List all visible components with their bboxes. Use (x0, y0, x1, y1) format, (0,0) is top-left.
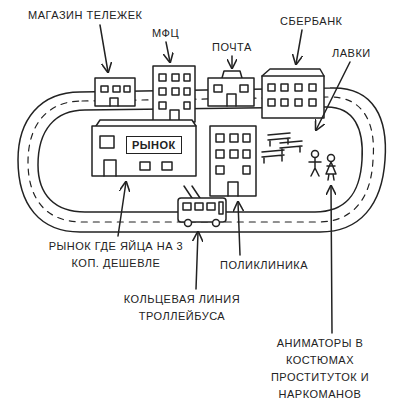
animator-figures (309, 151, 336, 181)
leader-arrows (100, 25, 350, 333)
trolleybus (178, 186, 226, 227)
mfc-building (153, 66, 195, 122)
post-office-building (208, 71, 254, 106)
post-label: ПОЧТА (212, 39, 252, 56)
market-label: РЫНОК ГДЕ ЯЙЦА НА 3 КОП. ДЕШЕВЛЕ (36, 238, 196, 272)
ring-road (18, 88, 385, 232)
polyclinic-building (210, 126, 256, 196)
shop-label: МАГАЗИН ТЕЛЕЖЕК (28, 7, 143, 24)
animators-label: АНИМАТОРЫ В КОСТЮМАХ ПРОСТИТУТОК И НАРКО… (244, 335, 396, 403)
benches-label: ЛАВКИ (332, 45, 371, 62)
benches (262, 133, 302, 163)
trolleybus-label: КОЛЬЦЕВАЯ ЛИНИЯ ТРОЛЛЕЙБУСА (112, 291, 252, 325)
sberbank-building (262, 69, 324, 118)
polyclinic-label: ПОЛИКЛИНИКА (220, 257, 308, 274)
cart-shop-building (95, 78, 135, 106)
sign-text: РЫНОК (132, 138, 176, 152)
bank-label: СБЕРБАНК (280, 13, 343, 30)
market-building (92, 120, 196, 176)
mfc-label: МФЦ (152, 25, 179, 42)
market-sign: РЫНОК (126, 136, 182, 154)
